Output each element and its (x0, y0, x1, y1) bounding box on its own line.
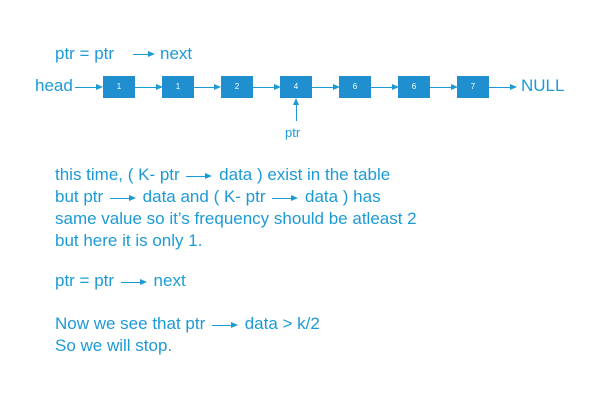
explanation-line-1-part-b: data ) exist in the table (219, 165, 391, 184)
arrow-icon (108, 193, 138, 203)
explanation-line-1-part-a: this time, ( K- ptr (55, 165, 180, 184)
list-node-4: 4 (280, 76, 312, 98)
explanation-line-4: but here it is only 1. (55, 231, 203, 250)
explanation-line-2-part-b: data and ( K- ptr (142, 187, 266, 206)
conclusion-line-2: So we will stop. (55, 336, 173, 355)
head-label: head (35, 76, 73, 95)
list-node-2: 1 (162, 76, 194, 98)
step-line-left: ptr = ptr (55, 271, 115, 290)
step-line: ptr = ptr next (55, 270, 186, 292)
arrow-icon (270, 193, 300, 203)
null-label: NULL (521, 76, 565, 95)
list-node-6: 6 (398, 76, 430, 98)
conclusion-line-1: Now we see that ptr data > k/2 (55, 313, 320, 335)
pointer-label: ptr (285, 125, 301, 140)
explanation-line-1: this time, ( K- ptr data ) exist in the … (55, 164, 390, 186)
list-node-5: 6 (339, 76, 371, 98)
explanation-line-2-part-c: data ) has (304, 187, 381, 206)
list-node-3: 2 (221, 76, 253, 98)
explanation-line-2: but ptr data and ( K- ptr data ) has (55, 186, 381, 208)
conclusion-line-1-part-a: Now we see that ptr (55, 314, 206, 333)
arrow-icon (119, 277, 149, 287)
explanation-line-3: same value so it’s frequency should be a… (55, 209, 417, 228)
list-node-7: 7 (457, 76, 489, 98)
arrow-icon (184, 171, 214, 181)
explanation-line-2-part-a: but ptr (55, 187, 104, 206)
arrow-icon (210, 320, 240, 330)
header-left-text: ptr = ptr (55, 44, 115, 63)
list-node-1: 1 (103, 76, 135, 98)
step-line-right: next (153, 271, 186, 290)
conclusion-line-1-part-b: data > k/2 (244, 314, 320, 333)
header-right-text: next (160, 44, 193, 63)
